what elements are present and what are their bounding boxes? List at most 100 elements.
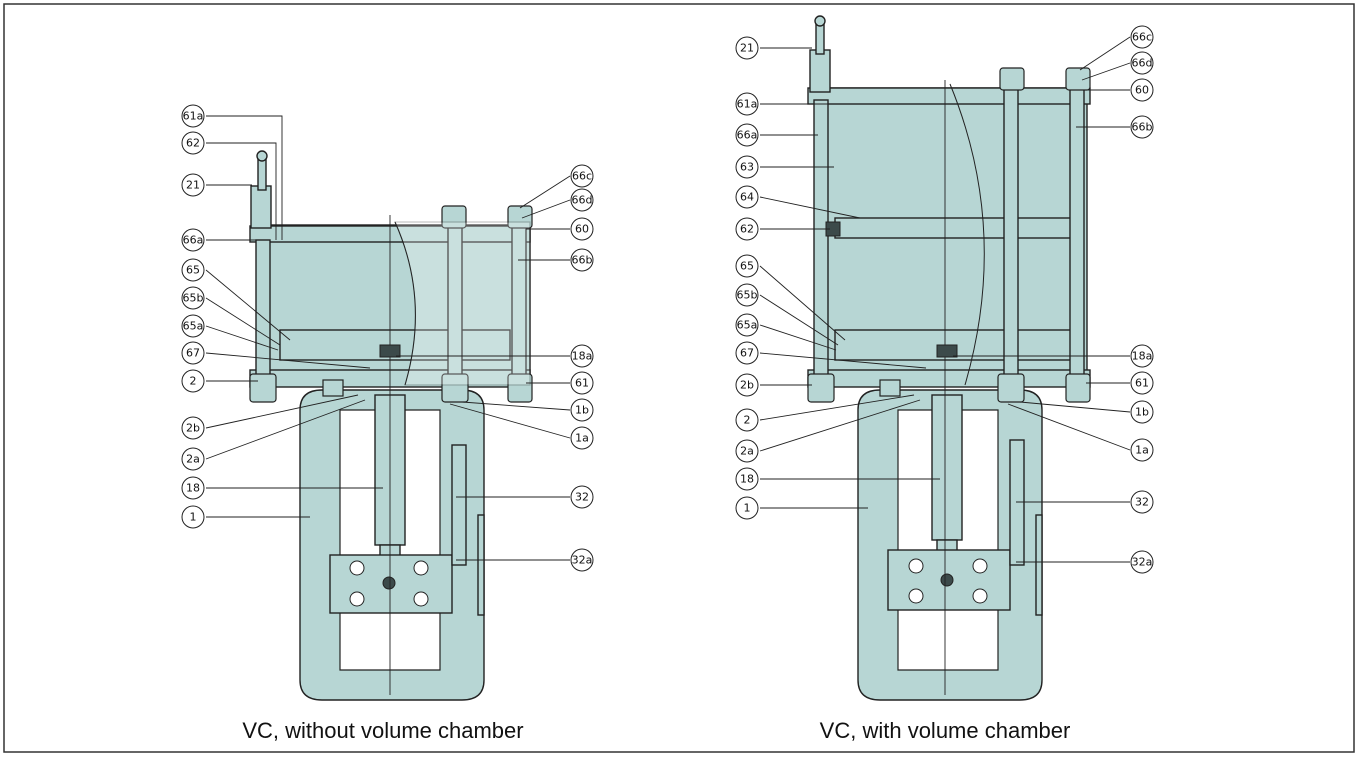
svg-text:67: 67: [740, 347, 754, 360]
callout-1: 1: [181, 505, 205, 529]
callouts-left: 61a 62 21 66a 65 65b 65a 67 2 2b 2a 18 1…: [181, 104, 594, 572]
callout-32a-r: 32a: [1130, 550, 1154, 574]
callout-65a: 65a: [181, 314, 205, 338]
callout-2-r: 2: [735, 408, 759, 432]
callout-66d: 66d: [570, 188, 594, 212]
svg-text:60: 60: [575, 223, 589, 236]
callout-21: 21: [181, 173, 205, 197]
callout-66d-r: 66d: [1130, 51, 1154, 75]
svg-text:32: 32: [1135, 496, 1149, 509]
callout-66b: 66b: [570, 248, 594, 272]
svg-text:62: 62: [186, 137, 200, 150]
callout-21-r: 21: [735, 36, 759, 60]
callout-64-r: 64: [735, 185, 759, 209]
callout-32: 32: [570, 485, 594, 509]
callout-1-r: 1: [735, 496, 759, 520]
callout-61a: 61a: [181, 104, 205, 128]
svg-text:61a: 61a: [737, 98, 758, 111]
svg-text:18a: 18a: [1132, 350, 1153, 363]
callout-32a: 32a: [570, 548, 594, 572]
svg-text:66b: 66b: [1132, 121, 1153, 134]
callout-32-r: 32: [1130, 490, 1154, 514]
labels-right: [759, 36, 1131, 563]
svg-text:62: 62: [740, 223, 754, 236]
callout-65b: 65b: [181, 286, 205, 310]
svg-text:1: 1: [744, 502, 751, 515]
svg-text:65b: 65b: [183, 292, 204, 305]
callout-65-r: 65: [735, 254, 759, 278]
svg-text:1b: 1b: [1135, 406, 1149, 419]
callout-18-r: 18: [735, 467, 759, 491]
svg-text:65: 65: [186, 264, 200, 277]
svg-text:32a: 32a: [572, 554, 593, 567]
callout-66a: 66a: [181, 228, 205, 252]
svg-text:65: 65: [740, 260, 754, 273]
callout-66c: 66c: [570, 164, 594, 188]
callout-63-r: 63: [735, 155, 759, 179]
labels-left: [205, 115, 571, 561]
callout-61: 61: [570, 371, 594, 395]
callouts-right: 21 61a 66a 63 64 62 65 65b 65a 67 2b 2 2…: [735, 25, 1154, 574]
svg-text:66a: 66a: [183, 234, 204, 247]
caption-right: VC, with volume chamber: [820, 718, 1071, 743]
svg-text:65a: 65a: [737, 319, 758, 332]
callout-2b-r: 2b: [735, 373, 759, 397]
svg-text:65b: 65b: [737, 289, 758, 302]
callout-18: 18: [181, 476, 205, 500]
callout-1b: 1b: [570, 398, 594, 422]
actuator-with-chamber: [807, 15, 1091, 701]
svg-text:18: 18: [740, 473, 754, 486]
svg-text:32: 32: [575, 491, 589, 504]
svg-text:66d: 66d: [572, 194, 593, 207]
svg-text:2a: 2a: [186, 453, 200, 466]
callout-1a-r: 1a: [1130, 438, 1154, 462]
svg-text:1b: 1b: [575, 404, 589, 417]
svg-text:1a: 1a: [1135, 444, 1149, 457]
svg-text:1a: 1a: [575, 432, 589, 445]
outer-border: [3, 3, 1355, 753]
svg-text:21: 21: [740, 42, 754, 55]
svg-text:65a: 65a: [183, 320, 204, 333]
callout-65: 65: [181, 258, 205, 282]
callout-18a: 18a: [570, 344, 594, 368]
svg-text:66a: 66a: [737, 129, 758, 142]
callout-60-r: 60: [1130, 78, 1154, 102]
svg-text:18a: 18a: [572, 350, 593, 363]
callout-62: 62: [181, 131, 205, 155]
callout-2b: 2b: [181, 416, 205, 440]
svg-text:66c: 66c: [572, 170, 592, 183]
svg-text:2: 2: [744, 414, 751, 427]
svg-text:21: 21: [186, 179, 200, 192]
callout-67: 67: [181, 341, 205, 365]
svg-text:2a: 2a: [740, 445, 754, 458]
callout-62-r: 62: [735, 217, 759, 241]
callout-1a: 1a: [570, 426, 594, 450]
callout-2a: 2a: [181, 447, 205, 471]
callout-2: 2: [181, 369, 205, 393]
callout-60: 60: [570, 217, 594, 241]
svg-text:66c: 66c: [1132, 31, 1152, 44]
svg-text:18: 18: [186, 482, 200, 495]
svg-text:2b: 2b: [186, 422, 200, 435]
callout-2a-r: 2a: [735, 439, 759, 463]
callout-65b-r: 65b: [735, 283, 759, 307]
callout-1b-r: 1b: [1130, 400, 1154, 424]
svg-text:60: 60: [1135, 84, 1149, 97]
svg-text:67: 67: [186, 347, 200, 360]
callout-18a-r: 18a: [1130, 344, 1154, 368]
actuator-without-chamber: [249, 150, 533, 701]
svg-text:64: 64: [740, 191, 754, 204]
svg-text:32a: 32a: [1132, 556, 1153, 569]
callout-61-r: 61: [1130, 371, 1154, 395]
callout-65a-r: 65a: [735, 313, 759, 337]
svg-text:66d: 66d: [1132, 57, 1153, 70]
callout-66a-r: 66a: [735, 123, 759, 147]
svg-text:61a: 61a: [183, 110, 204, 123]
callout-66c-r: 66c: [1130, 25, 1154, 49]
svg-text:61: 61: [1135, 377, 1149, 390]
svg-text:63: 63: [740, 161, 754, 174]
caption-left: VC, without volume chamber: [242, 718, 523, 743]
svg-text:2: 2: [190, 375, 197, 388]
